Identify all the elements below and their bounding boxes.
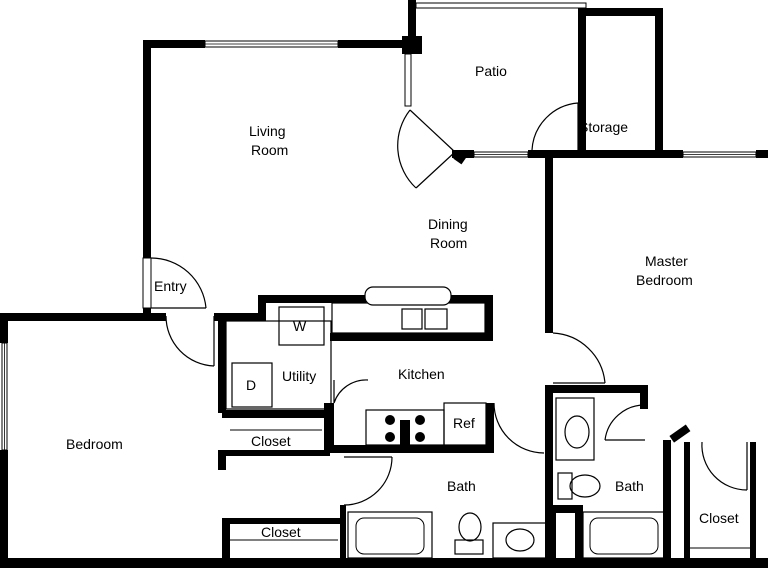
label-kitchen: Kitchen <box>398 366 445 382</box>
label-dryer: D <box>246 377 256 393</box>
doors <box>150 102 748 506</box>
label-utility: Utility <box>282 368 316 384</box>
label-bath-main: Bath <box>447 478 476 494</box>
label-storage: Storage <box>579 119 628 135</box>
label-washer: W <box>293 318 307 334</box>
label-closet-upper: Closet <box>251 433 291 449</box>
label-bedroom: Bedroom <box>66 436 123 452</box>
room-labels: Patio Storage Living Room Dining Room Ma… <box>66 63 739 540</box>
dryer-box <box>231 362 273 408</box>
label-master-2: Bedroom <box>636 272 693 288</box>
label-dining-1: Dining <box>428 216 468 232</box>
label-living-1: Living <box>249 123 286 139</box>
fixtures <box>225 286 750 559</box>
refrigerator-box <box>443 402 487 446</box>
label-refrigerator: Ref <box>453 415 475 431</box>
label-closet-master: Closet <box>699 510 739 526</box>
label-patio: Patio <box>475 63 507 79</box>
label-bath-master: Bath <box>615 478 644 494</box>
label-living-2: Room <box>251 142 288 158</box>
label-closet-lower: Closet <box>261 524 301 540</box>
label-dining-2: Room <box>430 235 467 251</box>
washer-box <box>278 306 325 346</box>
label-master-1: Master <box>645 253 688 269</box>
windows <box>1 2 757 451</box>
label-entry: Entry <box>154 278 187 294</box>
